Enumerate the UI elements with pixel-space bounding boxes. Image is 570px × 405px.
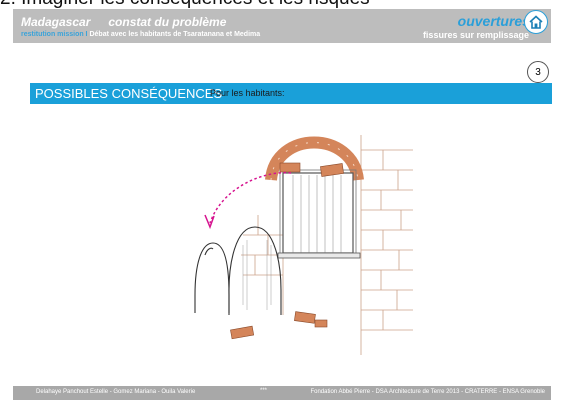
falling-arrow <box>209 171 292 224</box>
consequences-illustration <box>194 135 413 355</box>
banner-title: POSSIBLES CONSÉQUENCES <box>35 86 223 101</box>
page-number-badge: 3 <box>527 61 549 83</box>
footer-separator: *** <box>260 388 268 394</box>
section-subtitle: fissures sur remplissage <box>422 30 529 40</box>
brick-arch <box>265 136 364 182</box>
mission-label: restitution mission I <box>21 31 88 38</box>
slide-header: Madagascar constat du problème restitutio… <box>13 9 551 43</box>
fallen-bricks <box>230 311 328 340</box>
person-silhouettes <box>194 226 282 315</box>
slide-footer: Delahaye Panchout Estelle - Gomez Marian… <box>13 386 551 400</box>
mission-line: restitution mission I Débat avec les hab… <box>21 31 260 38</box>
falling-bricks <box>279 162 344 177</box>
subtitle-label: constat du problème <box>108 15 227 29</box>
brick-wall <box>241 135 413 355</box>
footer-authors: Delahaye Panchout Estelle - Gomez Marian… <box>36 389 196 395</box>
header-title-line: Madagascar constat du problème <box>21 15 226 29</box>
footer-credits: Fondation Abbé Pierre - DSA Architecture… <box>310 389 545 395</box>
arrow-head <box>204 214 215 230</box>
home-icon <box>529 15 543 29</box>
section-banner: POSSIBLES CONSÉQUENCES Pour les habitant… <box>30 83 552 104</box>
window <box>277 169 361 259</box>
top-cut-heading: 2. Imaginer les conséquences et les risq… <box>0 0 570 9</box>
country-label: Madagascar <box>21 15 91 29</box>
home-button[interactable] <box>524 10 548 34</box>
mission-description: Débat avec les habitants de Tsaratanana … <box>89 31 261 38</box>
section-title: ouvertures <box>457 13 530 29</box>
banner-subtitle: Pour les habitants: <box>210 88 285 98</box>
